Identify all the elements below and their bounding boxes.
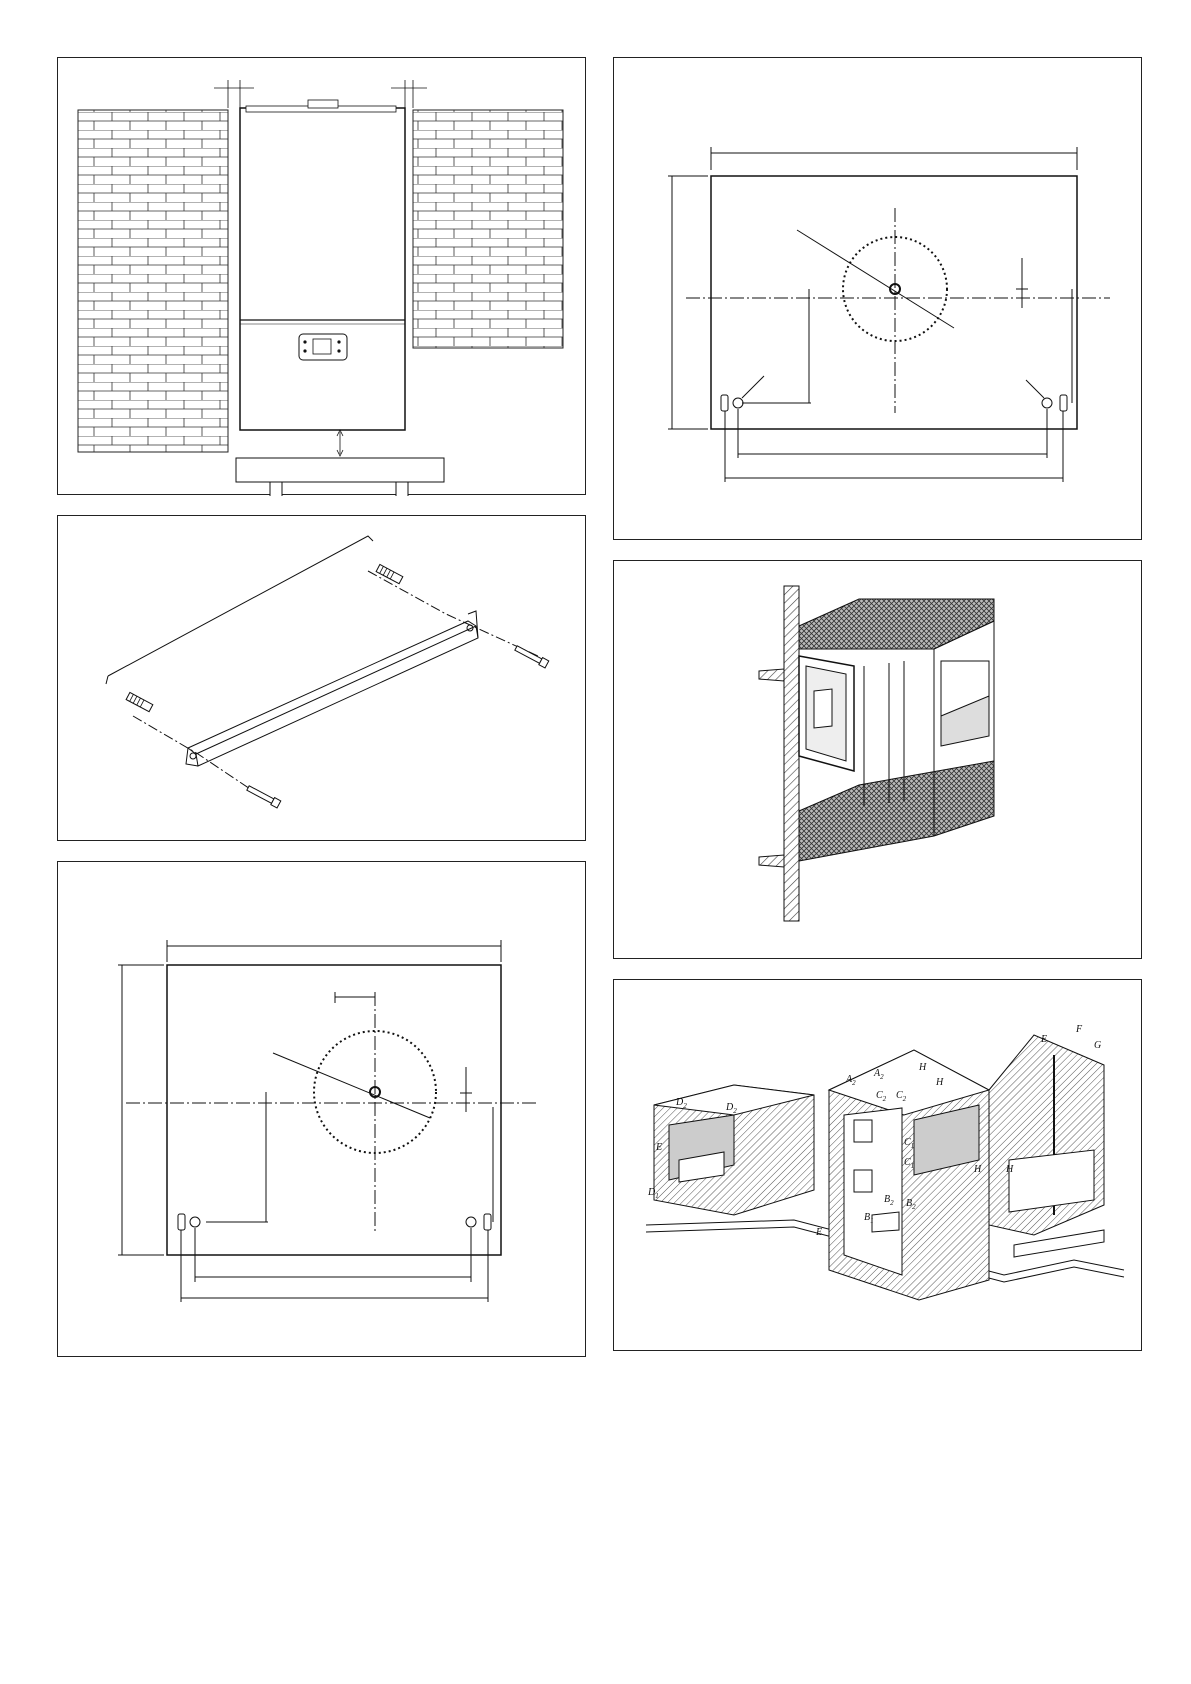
boiler-unit [240,100,405,430]
boiler-on-balcony [799,656,854,771]
label-h-c: H [973,1164,982,1175]
right-brick-wall [413,110,563,348]
boiler-clearance-diagram [58,58,587,496]
left-brick-wall [78,110,228,452]
label-h-b: H [935,1077,944,1088]
label-h-a: H [918,1062,927,1073]
paper-template [106,536,373,684]
upper-balcony-railing [799,599,994,649]
template-outline [167,965,501,1255]
label-e-left: E [655,1142,662,1153]
mounting-bar [188,621,478,766]
label-e-centre: E [815,1227,822,1238]
wall-plug-bottom [126,692,153,711]
building-wall [784,586,799,921]
label-e-right: E [1040,1034,1047,1045]
drilling-template-a [58,862,587,1358]
bottom-clearance-marker [337,430,343,456]
panel-balcony-installation [613,560,1142,959]
bracket-diagram [58,516,587,842]
label-f: F [1075,1024,1083,1035]
label-g: G [1094,1040,1101,1051]
support-bench [236,458,444,496]
label-h-d: H [1005,1164,1014,1175]
lower-balcony-railing [799,761,994,861]
balcony-diagram [614,561,1143,960]
panel-drilling-template-b [613,57,1142,540]
wall-plug-top [376,564,403,583]
panel-boiler-clearances [57,57,586,495]
facade-diagram: D2 D2 E D1 A2 A2 C2 C2 C1 C1 B2 B2 B1 E … [614,980,1143,1352]
drilling-template-b [614,58,1143,541]
screw-top [514,644,549,667]
panel-facade-terminal-positions: D2 D2 E D1 A2 A2 C2 C2 C1 C1 B2 B2 B1 E … [613,979,1142,1351]
panel-mounting-bracket [57,515,586,841]
screw-bottom [246,784,281,807]
panel-drilling-template-a [57,861,586,1357]
